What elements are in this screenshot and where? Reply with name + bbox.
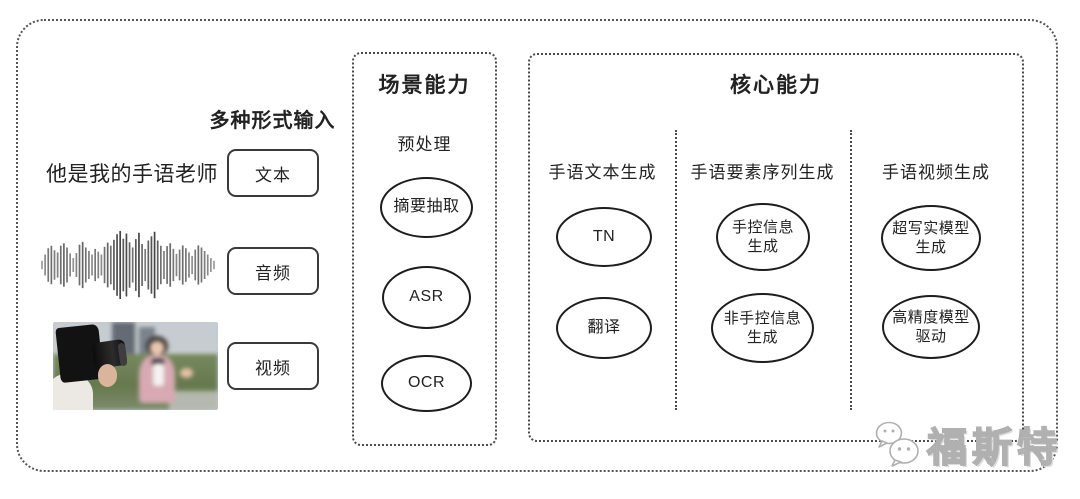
wechat-logo-icon bbox=[875, 421, 919, 467]
node-hyperrealistic-model-generation: 超写实模型 生成 bbox=[881, 205, 981, 271]
input-type-text-box: 文本 bbox=[227, 149, 319, 197]
input-type-audio-label: 音频 bbox=[255, 263, 291, 283]
reporter-photo bbox=[53, 322, 218, 410]
column-header-text-generation: 手语文本生成 bbox=[548, 163, 657, 182]
input-type-audio-box: 音频 bbox=[227, 247, 319, 295]
node-high-precision-model-driving: 高精度模型 驱动 bbox=[882, 295, 980, 359]
watermark: 福斯特 bbox=[873, 415, 1062, 473]
column-header-element-sequence: 手语要素序列生成 bbox=[690, 163, 835, 182]
example-sentence: 他是我的手语老师 bbox=[46, 163, 218, 186]
input-type-text-label: 文本 bbox=[255, 165, 291, 185]
column-divider-2 bbox=[850, 130, 852, 410]
node-non-manual-info-generation: 非手控信息 生成 bbox=[711, 293, 814, 363]
node-summary-extraction: 摘要抽取 bbox=[380, 177, 473, 238]
column-header-video-generation: 手语视频生成 bbox=[882, 163, 990, 182]
input-type-video-label: 视频 bbox=[255, 358, 291, 378]
core-panel-title: 核心能力 bbox=[730, 74, 822, 97]
scene-panel-title: 场景能力 bbox=[378, 74, 471, 97]
column-divider-1 bbox=[675, 130, 677, 410]
preprocess-label: 预处理 bbox=[397, 135, 452, 154]
node-tn: TN bbox=[556, 207, 652, 267]
node-translation: 翻译 bbox=[556, 297, 652, 359]
input-type-video-box: 视频 bbox=[227, 342, 319, 390]
node-ocr: OCR bbox=[381, 355, 472, 412]
outer-dotted-border bbox=[16, 19, 1058, 472]
node-manual-info-generation: 手控信息 生成 bbox=[716, 203, 810, 271]
watermark-text: 福斯特 bbox=[926, 425, 1062, 471]
audio-waveform-icon bbox=[41, 231, 215, 299]
scene-capability-panel: 场景能力 预处理 摘要抽取 ASR OCR bbox=[352, 52, 497, 446]
cameraman-hand bbox=[97, 364, 118, 388]
input-section-heading: 多种形式输入 bbox=[209, 110, 336, 132]
core-capability-panel: 核心能力 手语文本生成 手语要素序列生成 手语视频生成 TN 翻译 手控信息 生… bbox=[528, 53, 1024, 442]
node-asr: ASR bbox=[382, 266, 471, 329]
